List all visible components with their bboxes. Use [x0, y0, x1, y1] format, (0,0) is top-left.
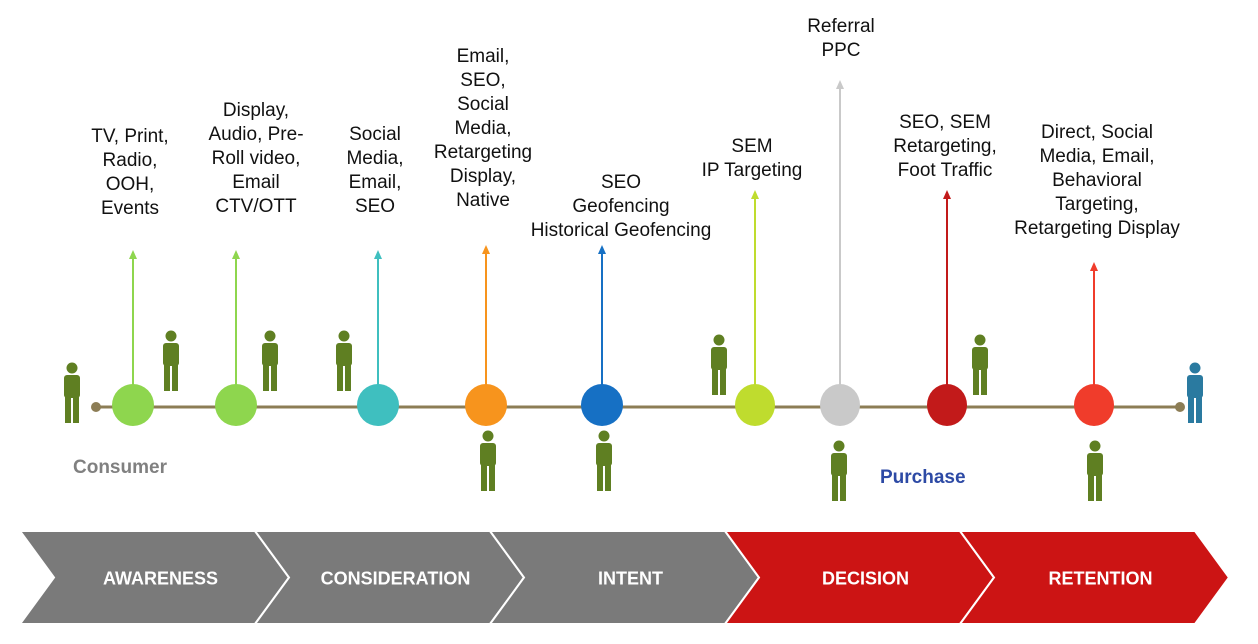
touchpoint-dot — [112, 384, 154, 426]
person-icon — [336, 330, 352, 391]
touchpoint-dot — [465, 384, 507, 426]
stage-label: DECISION — [822, 569, 909, 589]
touchpoint-dot — [1074, 384, 1114, 426]
person-icon — [972, 334, 988, 395]
touchpoint: Display, Audio, Pre- Roll video, EmailCTV/O… — [208, 100, 304, 426]
person-icon — [64, 362, 80, 423]
touchpoint-label-line: Retargeting, — [893, 136, 997, 157]
timeline-end-dot — [1175, 402, 1185, 412]
touchpoint-label-line: Radio, — [103, 150, 158, 171]
stage-chevron: CONSIDERATION — [253, 530, 526, 625]
touchpoint-label-line: Email, — [349, 172, 402, 193]
touchpoint-label-line: Retargeting — [434, 142, 532, 163]
touchpoint-label-line: Roll video, — [212, 148, 301, 169]
touchpoint-label-line: SEO — [355, 196, 395, 217]
touchpoint-dot — [357, 384, 399, 426]
touchpoint-label-line: Email — [232, 172, 280, 193]
stage-chevron-shape — [958, 530, 1231, 625]
stage-label: INTENT — [598, 569, 663, 589]
person-icon — [596, 430, 612, 491]
touchpoint-label-line: Foot Traffic — [898, 160, 993, 181]
touchpoints: TV, Print, Radio, OOH, Events Display, Audio,… — [91, 16, 1180, 426]
arrowhead-icon — [836, 80, 844, 89]
touchpoint-label-line: Media, — [346, 148, 403, 169]
arrowhead-icon — [943, 190, 951, 199]
stage-chevron: INTENT — [488, 530, 761, 625]
touchpoint-label-line: Historical Geofencing — [531, 220, 712, 241]
touchpoint-label-line: OOH, — [106, 174, 155, 195]
touchpoint-label-line: Events — [101, 198, 159, 219]
stage-chevrons: AWARENESS CONSIDERATION INTENT DECISION RETE… — [18, 530, 1231, 625]
touchpoint-label-line: Email, — [457, 46, 510, 67]
timeline: Consumer Purchase — [73, 402, 1185, 488]
arrowhead-icon — [751, 190, 759, 199]
person-icon — [831, 440, 847, 501]
arrowhead-icon — [598, 245, 606, 254]
touchpoint-label-line: IP Targeting — [702, 160, 803, 181]
timeline-start-dot — [91, 402, 101, 412]
person-icon — [480, 430, 496, 491]
arrowhead-icon — [374, 250, 382, 259]
touchpoint-label-line: Social — [349, 124, 401, 145]
touchpoint-dot — [581, 384, 623, 426]
stage-label: RETENTION — [1048, 569, 1152, 589]
touchpoint: TV, Print, Radio, OOH, Events — [91, 126, 169, 426]
person-icon — [163, 330, 179, 391]
person-icon — [711, 334, 727, 395]
touchpoint-label-line: Referral — [807, 16, 875, 37]
person-icon — [1087, 440, 1103, 501]
touchpoint-dot — [820, 384, 860, 426]
purchase-label: Purchase — [880, 467, 966, 488]
touchpoint-label-line: Audio, Pre- — [208, 124, 303, 145]
touchpoint: SEO, SEM Retargeting, Foot Traffic — [893, 112, 997, 426]
stage-chevron: AWARENESS — [18, 530, 291, 625]
touchpoint-label-line: Display, — [450, 166, 516, 187]
arrowhead-icon — [482, 245, 490, 254]
touchpoint-dot — [215, 384, 257, 426]
touchpoint: SEM IP Targeting — [702, 136, 803, 426]
touchpoint-label-line: Social — [457, 94, 509, 115]
touchpoint-label-line: SEM — [731, 136, 772, 157]
touchpoint-label-line: SEO, — [460, 70, 505, 91]
touchpoint-label-line: TV, Print, — [91, 126, 168, 147]
touchpoint-label-line: SEO, SEM — [899, 112, 991, 133]
touchpoint-dot — [735, 384, 775, 426]
touchpoint-label-line: Geofencing — [572, 196, 669, 217]
touchpoint-label-line: Targeting, — [1055, 194, 1138, 215]
touchpoint-label-line: CTV/OTT — [215, 196, 297, 217]
arrowhead-icon — [1090, 262, 1098, 271]
stage-chevron: RETENTION — [958, 530, 1231, 625]
touchpoint-label-line: Retargeting Display — [1014, 218, 1180, 239]
arrowhead-icon — [232, 250, 240, 259]
consumer-label: Consumer — [73, 457, 168, 478]
touchpoint-label-line: Direct, Social — [1041, 122, 1153, 143]
stage-label: CONSIDERATION — [321, 569, 471, 589]
touchpoint-label-line: Media, — [454, 118, 511, 139]
touchpoint-label-line: SEO — [601, 172, 641, 193]
touchpoint-dot — [927, 384, 967, 426]
arrowhead-icon — [129, 250, 137, 259]
touchpoint-label-line: Native — [456, 190, 510, 211]
touchpoint-label-line: Display, — [223, 100, 289, 121]
touchpoint-label-line: Behavioral — [1052, 170, 1142, 191]
touchpoint-label-line: PPC — [821, 40, 860, 61]
touchpoint-label-line: Media, Email, — [1039, 146, 1154, 167]
person-icon — [262, 330, 278, 391]
stage-chevron: DECISION — [723, 530, 996, 625]
stage-label: AWARENESS — [103, 569, 218, 589]
converted-person-icon — [1187, 362, 1203, 423]
